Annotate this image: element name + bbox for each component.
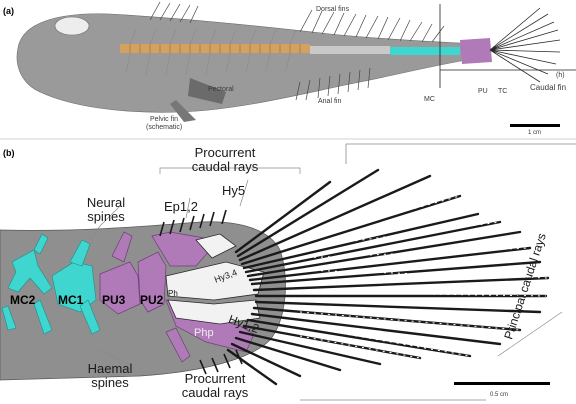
label-inset-ref: (h) (556, 72, 565, 79)
label-pu2: PU2 (140, 294, 163, 306)
scale-label-a: 1 cm (528, 130, 541, 136)
label-mc1: MC1 (58, 294, 83, 306)
label-procurrent-top: Procurrent caudal rays (180, 146, 270, 173)
label-procurrent-top-line2: caudal rays (180, 160, 270, 174)
label-procurrent-bot-line2: caudal rays (170, 386, 260, 400)
eye (55, 17, 89, 35)
label-pelvic-fin: Pelvic fin (150, 116, 178, 123)
label-neural-spines: Neural spines (76, 196, 136, 223)
label-neural-line2: spines (76, 210, 136, 224)
label-haemal-line1: Haemal (80, 362, 140, 376)
label-procurrent-top-line1: Procurrent (180, 146, 270, 160)
label-anal-fin: Anal fin (318, 98, 341, 105)
label-caudal-fin: Caudal fin (530, 84, 566, 92)
scale-bar-a (510, 124, 560, 127)
scale-bar-b (454, 382, 550, 385)
panel-a (0, 0, 576, 139)
label-procurrent-bottom: Procurrent caudal rays (170, 372, 260, 399)
label-mc: MC (424, 96, 435, 103)
label-pelvic-note: (schematic) (146, 124, 182, 131)
label-tc: TC (498, 88, 507, 95)
label-neural-line1: Neural (76, 196, 136, 210)
principal-caudal-rays (228, 170, 548, 384)
label-ph: Ph (168, 290, 178, 298)
scale-label-b: 0.5 cm (490, 392, 508, 398)
label-haemal-line2: spines (80, 376, 140, 390)
label-procurrent-bot-line1: Procurrent (170, 372, 260, 386)
label-pectoral: Pectoral (208, 86, 234, 93)
panel-a-label: (a) (3, 6, 14, 16)
label-haemal-spines: Haemal spines (80, 362, 140, 389)
label-php: Php (194, 328, 214, 340)
label-pu3: PU3 (102, 294, 125, 306)
label-dorsal-fins: Dorsal fins (316, 6, 349, 13)
label-hy5: Hy5 (222, 184, 245, 198)
panel-b-label: (b) (3, 148, 15, 158)
label-mc2: MC2 (10, 294, 35, 306)
label-pu: PU (478, 88, 488, 95)
label-ep: Ep1,2 (164, 200, 198, 214)
